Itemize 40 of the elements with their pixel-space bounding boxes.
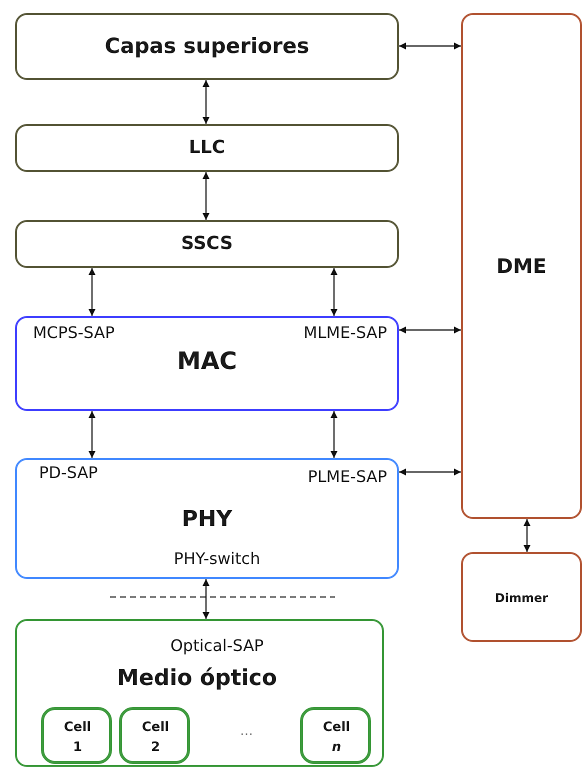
sap-label: Optical-SAP [169, 637, 265, 655]
sap-label: PD-SAP [39, 464, 99, 482]
cell-box [41, 707, 112, 764]
layer-box [15, 619, 384, 767]
layer-title: Dimmer [494, 592, 550, 606]
arrow [202, 172, 210, 220]
layer-box [15, 220, 399, 268]
layer-title: SSCS [180, 234, 234, 254]
arrow [399, 326, 461, 334]
arrow [330, 411, 338, 458]
cell-label: Cell n [322, 719, 352, 756]
layer-title: Medio óptico [116, 667, 278, 692]
cell-label: Cell 1 [62, 719, 92, 756]
layer-box [15, 124, 399, 172]
sap-label: PLME-SAP [306, 468, 387, 486]
arrow [88, 268, 96, 316]
arrow [330, 268, 338, 316]
layer-box [15, 458, 399, 579]
layer-box [15, 13, 399, 80]
arrow [399, 468, 461, 476]
layer-title: DME [495, 255, 548, 277]
layer-title: LLC [188, 138, 226, 158]
layer-box [15, 316, 399, 411]
layer-title: MAC [176, 348, 238, 374]
arrow [88, 411, 96, 458]
arrow [202, 579, 210, 619]
arrow [524, 519, 530, 552]
arrow [399, 42, 461, 50]
sap-label: MCPS-SAP [33, 324, 116, 342]
arrow [202, 80, 210, 124]
cell-label: Cell 2 [140, 719, 170, 756]
ellipsis-label: … [240, 725, 253, 740]
layer-title: Capas superiores [104, 35, 310, 58]
sap-label: PHY-switch [172, 550, 262, 568]
layer-box [461, 13, 582, 519]
sap-label: MLME-SAP [302, 324, 387, 342]
layer-title: PHY [180, 508, 234, 532]
layer-box [461, 552, 582, 642]
cell-box [300, 707, 371, 764]
cell-box [119, 707, 190, 764]
